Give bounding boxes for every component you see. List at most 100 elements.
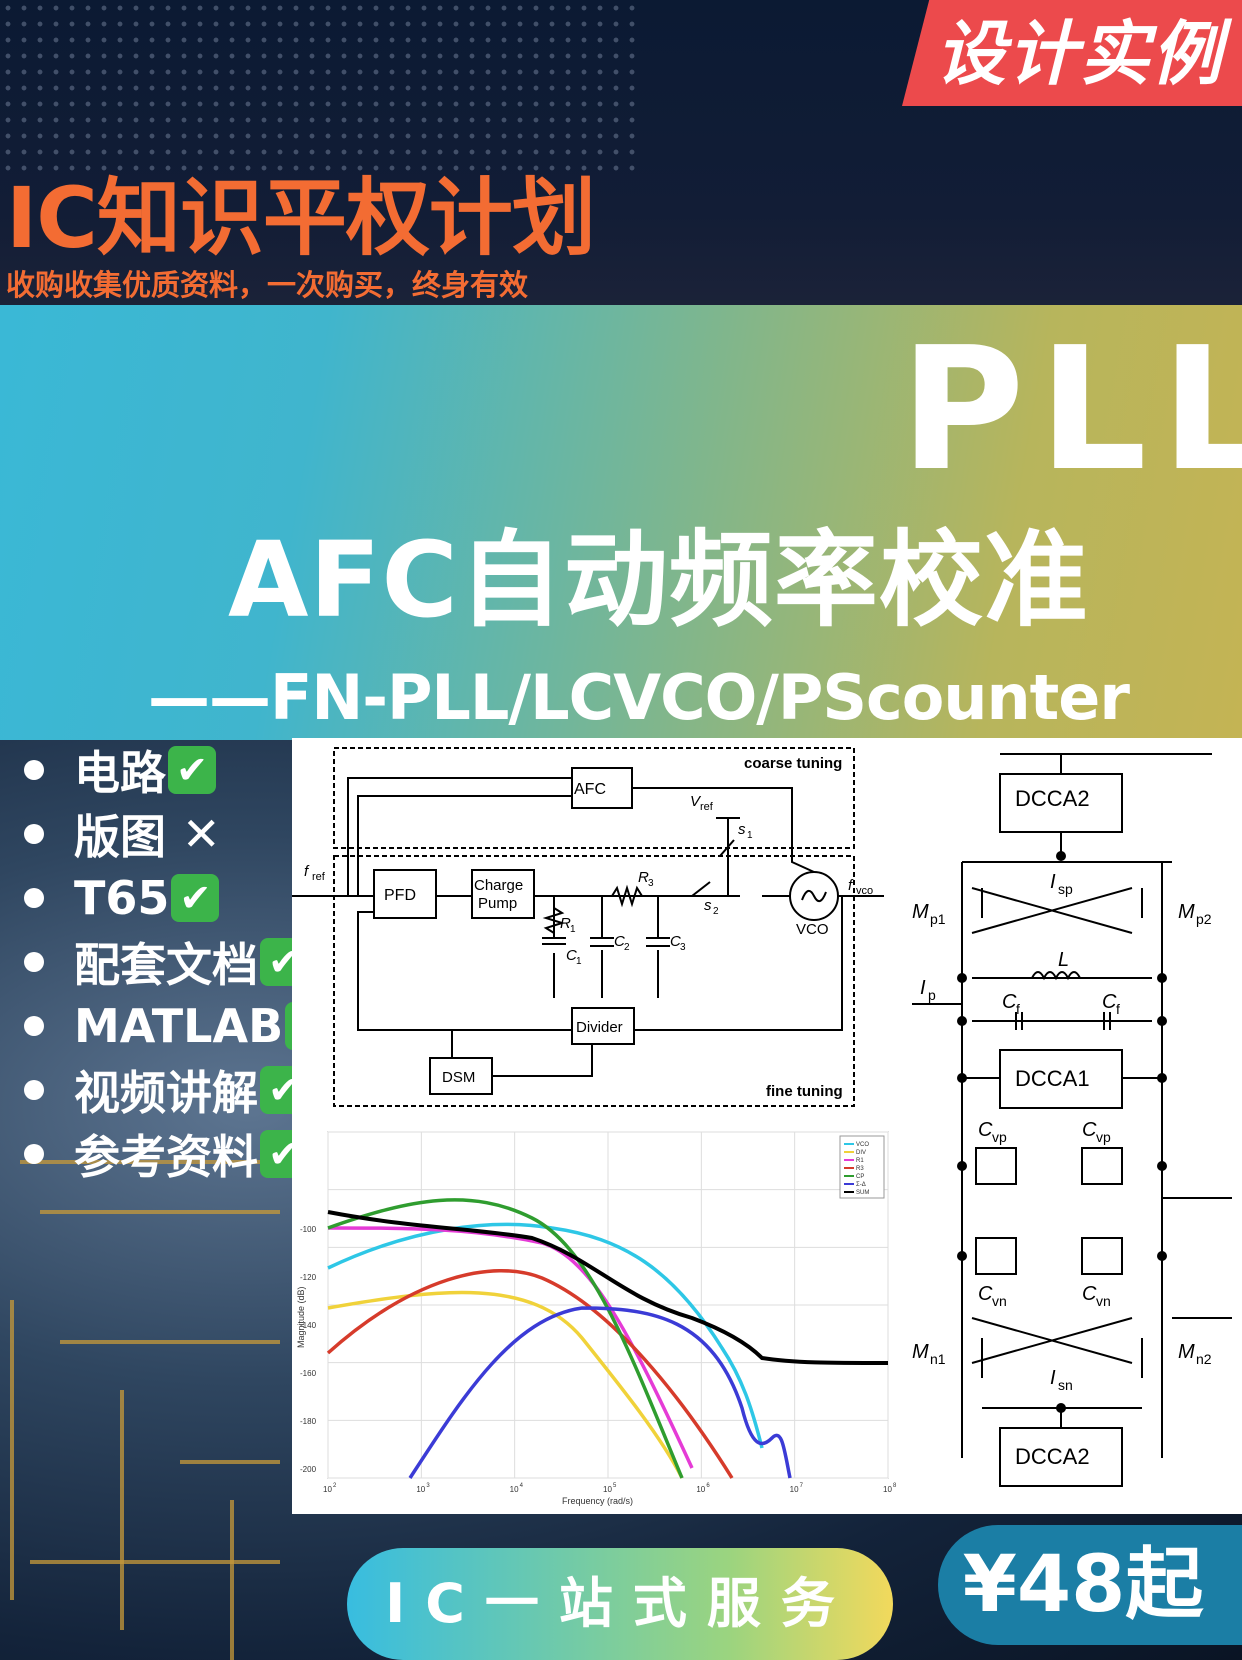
feature-item: MATLAB✔ <box>10 994 340 1058</box>
r1-sub: 1 <box>570 924 576 935</box>
feature-label: 参考资料 <box>74 1130 258 1184</box>
bode-ytick: -100 <box>300 1225 317 1234</box>
ip-label: I <box>920 977 926 999</box>
bode-xtick: 10 <box>416 1485 425 1494</box>
c1-sub: 1 <box>576 956 582 967</box>
price-pill <box>938 1525 1242 1645</box>
pll-block-diagram: AFC PFD Charge Pump VCO Divider DSM coar… <box>292 738 912 1118</box>
feature-label: 配套文档 <box>74 938 258 992</box>
r3-label: R <box>638 869 649 886</box>
feature-item: 电路✔ <box>10 738 340 802</box>
fref-label: f <box>304 863 310 880</box>
bode-ytick: -120 <box>300 1273 317 1282</box>
bode-legend-label: SUM <box>856 1190 869 1196</box>
bode-series-line <box>327 1210 889 1365</box>
charge-pump-block-line2: Pump <box>478 895 517 912</box>
mp2-label: M <box>1178 901 1195 923</box>
c3-label: C <box>670 933 681 950</box>
s1-label: s <box>738 821 746 838</box>
bode-xlabel: Frequency (rad/s) <box>562 1496 633 1506</box>
cf-left-sub: f <box>1016 1001 1020 1017</box>
bode-legend-label: DIV <box>856 1150 866 1156</box>
bode-xtick-exponent: 7 <box>800 1483 804 1489</box>
mn2-sub: n2 <box>1196 1351 1212 1367</box>
bullet-icon <box>24 1144 44 1164</box>
bode-series-line <box>408 1306 792 1479</box>
bode-ytick: -160 <box>300 1369 317 1378</box>
dcca2-top-block: DCCA2 <box>1015 786 1090 811</box>
isn-sub: sn <box>1058 1377 1073 1393</box>
vref-sub: ref <box>700 801 714 813</box>
cvn-right-sub: vn <box>1096 1293 1111 1309</box>
coarse-tuning-label: coarse tuning <box>744 755 842 772</box>
bullet-icon <box>24 1016 44 1036</box>
cf-right-sub: f <box>1116 1001 1120 1017</box>
dcca2-bottom-block: DCCA2 <box>1015 1444 1090 1469</box>
cvn-left-sub: vn <box>992 1293 1007 1309</box>
hero-title: PLL <box>900 311 1242 509</box>
cf-right-label: C <box>1102 991 1117 1013</box>
bode-series-line <box>327 1222 764 1449</box>
bullet-icon <box>24 888 44 908</box>
bode-xtick-exponent: 6 <box>706 1483 710 1489</box>
r3-sub: 3 <box>648 878 654 889</box>
mn1-label: M <box>912 1341 929 1363</box>
bode-xtick-exponent: 2 <box>333 1483 337 1489</box>
feature-label: 视频讲解 <box>74 1066 258 1120</box>
charge-pump-block: Charge <box>474 877 523 894</box>
service-pill <box>347 1548 893 1660</box>
price-label: ¥48起 <box>962 1540 1204 1630</box>
feature-item: 版图✕ <box>10 802 340 866</box>
hero-tagline: ——FN-PLL/LCVCO/PScounter <box>148 661 1130 734</box>
bullet-icon <box>24 760 44 780</box>
bode-xtick: 10 <box>510 1485 519 1494</box>
cvp-right-sub: vp <box>1096 1129 1111 1145</box>
c2-label: C <box>614 933 625 950</box>
bode-legend-label: R3 <box>856 1166 864 1172</box>
bode-ytick: -200 <box>300 1465 317 1474</box>
afc-block: AFC <box>574 781 606 798</box>
c1-label: C <box>566 947 577 964</box>
bode-series-line <box>327 1290 684 1479</box>
bode-legend-label: CP <box>856 1174 864 1180</box>
feature-item: 参考资料✔ <box>10 1122 340 1186</box>
bullet-icon <box>24 824 44 844</box>
check-icon: ✔ <box>171 874 220 922</box>
bode-ytick: -180 <box>300 1417 317 1426</box>
fvco-label: f <box>848 877 854 894</box>
bode-xtick-exponent: 5 <box>613 1483 617 1489</box>
mn1-sub: n1 <box>930 1351 946 1367</box>
s1-sub: 1 <box>747 830 753 841</box>
bullet-icon <box>24 1080 44 1100</box>
s2-label: s <box>704 897 712 914</box>
feature-list: 电路✔ 版图✕ T65✔ 配套文档✔ MATLAB✔ 视频讲解✔ 参考资料✔ <box>10 738 340 1186</box>
cvn-left-label: C <box>978 1283 993 1305</box>
isp-label: I <box>1050 871 1056 893</box>
c2-sub: 2 <box>624 942 630 953</box>
hero-subtitle: AFC自动频率校准 <box>228 519 1089 641</box>
cvp-left-label: C <box>978 1119 993 1141</box>
vco-block: VCO <box>796 921 829 938</box>
feature-label: T65 <box>74 871 170 925</box>
c3-sub: 3 <box>680 942 686 953</box>
lcvco-schematic: DCCA2 DCCA1 DCCA2 I sp M p1 M p2 L C f C… <box>912 738 1242 1514</box>
badge <box>902 0 1242 106</box>
block-diagram-svg: AFC PFD Charge Pump VCO Divider DSM coar… <box>292 747 884 1107</box>
feature-item: 配套文档✔ <box>10 930 340 994</box>
isn-label: I <box>1050 1367 1056 1389</box>
cvp-right-label: C <box>1082 1119 1097 1141</box>
program-title: IC知识平权计划 <box>6 169 596 267</box>
bode-series-line <box>326 1268 734 1479</box>
bode-xtick-exponent: 8 <box>893 1483 897 1489</box>
dot-pattern <box>0 0 640 180</box>
mn2-label: M <box>1178 1341 1195 1363</box>
mp2-sub: p2 <box>1196 911 1212 927</box>
bode-xtick-exponent: 3 <box>426 1483 430 1489</box>
bode-legend-label: VCO <box>856 1142 869 1148</box>
bode-xtick: 10 <box>603 1485 612 1494</box>
bode-xtick-exponent: 4 <box>520 1483 524 1489</box>
bode-legend-label: R1 <box>856 1158 864 1164</box>
badge-label: 设计实例 <box>935 13 1224 95</box>
vref-label: V <box>690 793 702 810</box>
